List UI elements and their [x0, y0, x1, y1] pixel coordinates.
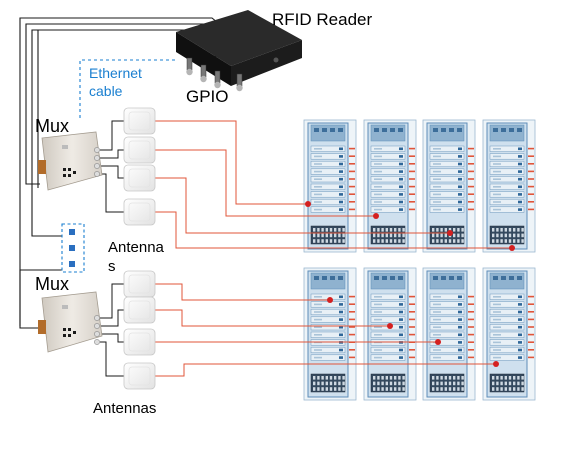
- tag-dot: [305, 201, 311, 207]
- gpio-label: GPIO: [186, 87, 229, 106]
- antenna-icon: [123, 362, 156, 390]
- tag-dot: [387, 323, 393, 329]
- antenna-icon: [123, 328, 156, 356]
- gpio-box-icon: [61, 223, 85, 273]
- tag-dot: [493, 361, 499, 367]
- mux-bottom-icon: [38, 291, 103, 353]
- ethernet-cable: [79, 59, 175, 118]
- server-rack-icon: [422, 119, 476, 253]
- antennas-top-label-wrap: s: [108, 258, 116, 275]
- server-rack-icon: [363, 119, 417, 253]
- tag-dot: [327, 297, 333, 303]
- ethernet-label: Ethernet: [89, 65, 142, 81]
- tag-dots: [305, 201, 515, 367]
- antenna-icon: [123, 136, 156, 164]
- antennas: [123, 107, 156, 390]
- server-rack-icon: [363, 267, 417, 401]
- server-rack-icon: [422, 267, 476, 401]
- tag-dot: [373, 213, 379, 219]
- antennas-bottom-label: Antennas: [93, 400, 157, 417]
- antenna-icon: [123, 107, 156, 135]
- mux-top-label: Mux: [35, 116, 70, 136]
- server-rack-icon: [482, 267, 536, 401]
- rfid-reader-icon: [176, 10, 302, 92]
- ethernet-cable-label: cable: [89, 83, 123, 99]
- server-rack-icon: [482, 119, 536, 253]
- antennas-top-label: Antenna: [108, 239, 164, 256]
- tag-dot: [509, 245, 515, 251]
- rfid-reader-label: RFID Reader: [272, 10, 373, 29]
- mux-bottom-label: Mux: [35, 274, 70, 294]
- antenna-icon: [123, 270, 156, 298]
- rf-cables: [155, 120, 512, 377]
- tag-dot: [447, 230, 453, 236]
- tag-dot: [435, 339, 441, 345]
- antenna-icon: [123, 296, 156, 324]
- antenna-icon: [123, 164, 156, 192]
- server-racks: [303, 119, 536, 401]
- mux-antenna-cables: [100, 120, 124, 377]
- server-rack-icon: [303, 119, 357, 253]
- antenna-icon: [123, 198, 156, 226]
- server-rack-icon: [303, 267, 357, 401]
- mux-top-icon: [38, 131, 103, 191]
